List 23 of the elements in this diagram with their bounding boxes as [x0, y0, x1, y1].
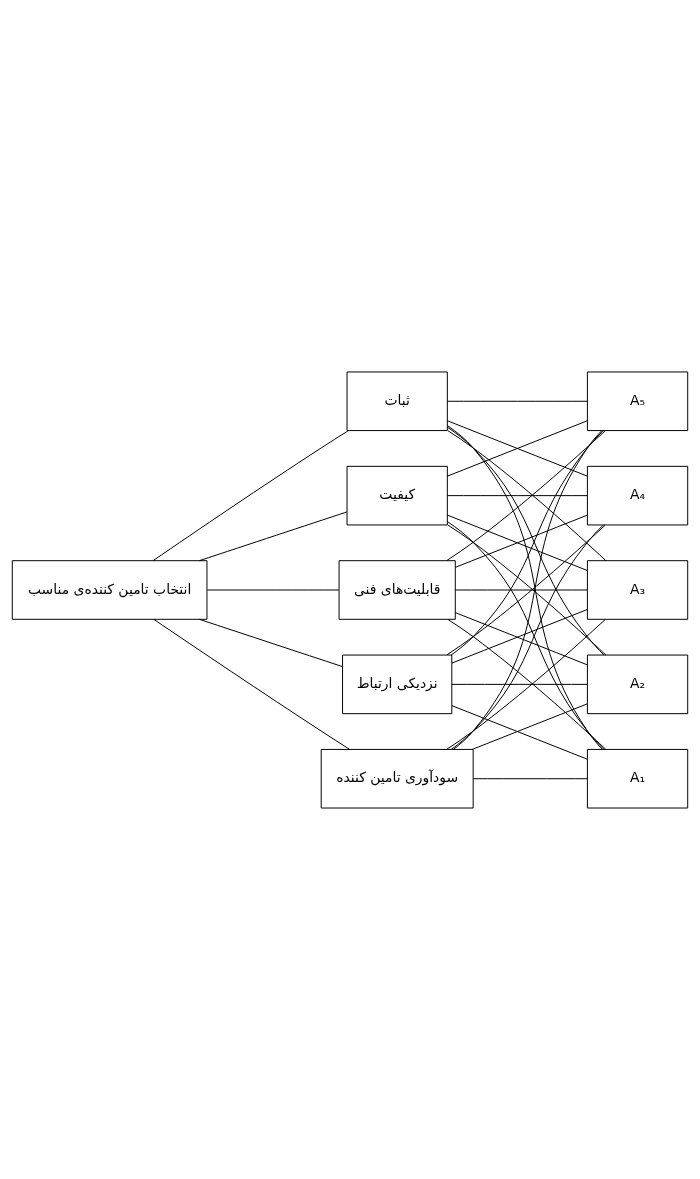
connector — [198, 618, 343, 667]
node-box: قابلیت‌های فنی — [338, 559, 456, 620]
node-box: سودآوری تامین کننده — [320, 748, 474, 809]
connector — [451, 704, 588, 760]
connector — [198, 510, 348, 561]
node-box: کیفیت — [346, 465, 448, 525]
connector — [152, 429, 349, 561]
node-box: نزدیکی ارتباط — [342, 654, 453, 714]
node-box: ثبات — [346, 370, 448, 431]
node-box: A₁ — [586, 748, 689, 809]
connector — [447, 419, 588, 477]
node-box: A₃ — [586, 559, 689, 620]
connector — [451, 683, 588, 685]
connector — [447, 400, 588, 402]
connector — [447, 494, 588, 496]
connector — [472, 777, 588, 779]
node-box: A₄ — [586, 465, 689, 525]
connector — [471, 702, 588, 750]
connector — [153, 618, 351, 750]
connector — [455, 589, 588, 590]
node-box: انتخاب تامین کننده‌ی مناسب — [11, 559, 208, 620]
node-box: A₅ — [586, 370, 689, 431]
node-box: A₂ — [586, 654, 689, 714]
